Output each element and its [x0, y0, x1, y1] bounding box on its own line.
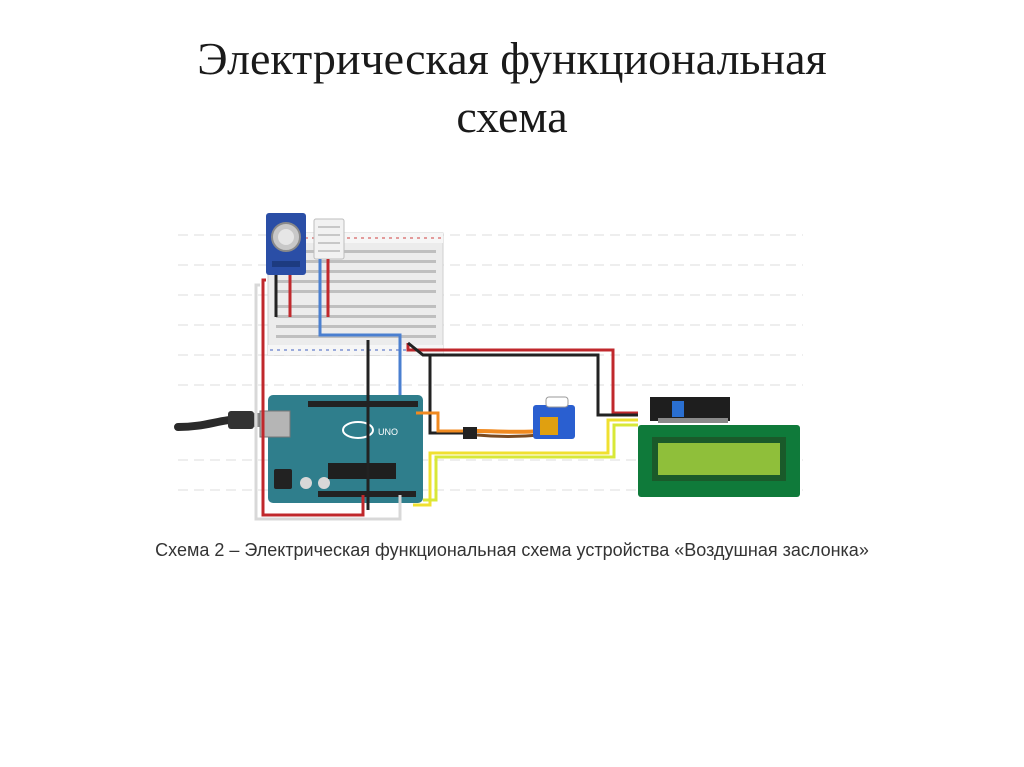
- servo-motor: [463, 396, 575, 439]
- arduino-logo-text: UNO: [378, 427, 398, 437]
- slide-title: Электрическая функциональная схема: [0, 30, 1024, 146]
- usb-cable: [174, 411, 272, 431]
- circuit-svg: UNO: [174, 213, 803, 521]
- slide-title-line-1: Электрическая функциональная: [197, 33, 827, 84]
- slide-title-line-2: схема: [456, 91, 568, 142]
- dht-sensor: [313, 218, 345, 260]
- gas-sensor-module: [266, 213, 306, 275]
- circuit-diagram: UNO: [168, 205, 808, 525]
- i2c-adapter: [650, 397, 730, 423]
- diagram-caption: Схема 2 – Электрическая функциональная с…: [155, 540, 869, 560]
- lcd-display: [638, 425, 800, 497]
- arduino-uno: UNO: [259, 395, 423, 503]
- circuit-wires: [254, 278, 638, 521]
- sensor-wires: [274, 259, 393, 337]
